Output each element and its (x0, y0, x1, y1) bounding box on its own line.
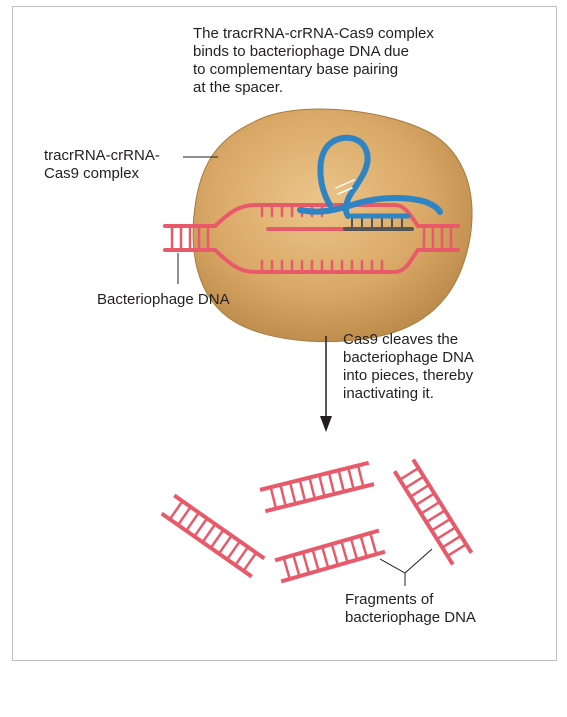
down-arrow-icon (320, 336, 332, 432)
dna-fragment-2 (259, 460, 375, 514)
fragments-label: Fragments of bacteriophage DNA (345, 591, 476, 626)
dna-fragment-1 (160, 493, 266, 579)
tracr-crrna (297, 134, 443, 219)
dna-fragment-3 (392, 458, 474, 566)
complex-label: tracrRNA-crRNA- Cas9 complex (44, 147, 160, 182)
dna-fragment-4 (274, 528, 386, 584)
cas9-protein (192, 108, 473, 343)
bacteriophage-dna (163, 203, 460, 274)
fragments-leader-line (379, 548, 433, 586)
binding-caption: The tracrRNA-crRNA-Cas9 complex binds to… (193, 25, 434, 96)
bacteriophage-dna-label: Bacteriophage DNA (97, 291, 230, 308)
cleavage-caption: Cas9 cleaves the bacteriophage DNA into … (343, 331, 474, 402)
